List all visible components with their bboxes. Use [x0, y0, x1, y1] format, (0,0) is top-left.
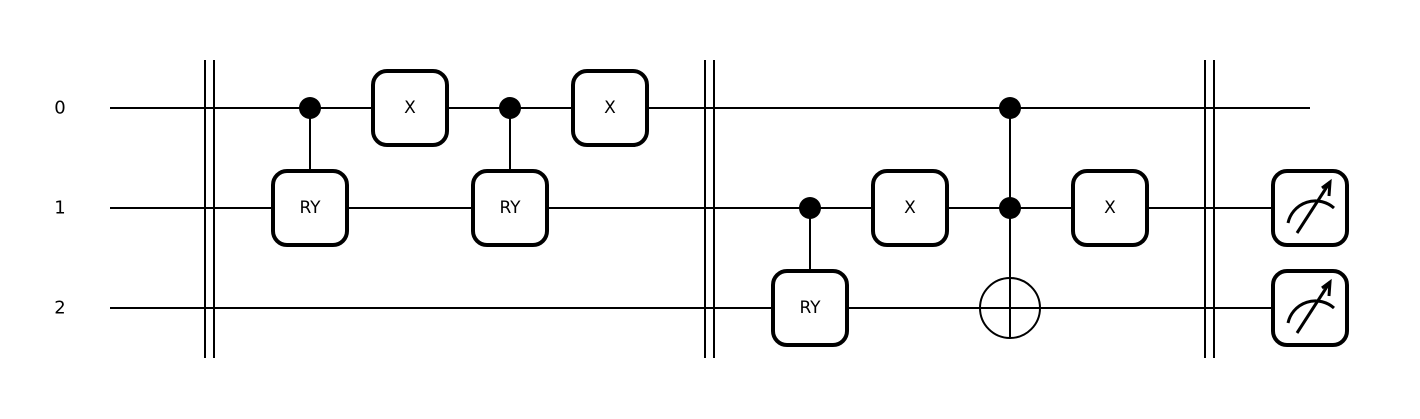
control-dot-icon: [299, 97, 321, 119]
wire-label-0: 0: [54, 98, 65, 119]
gate-label: X: [904, 198, 916, 218]
control-dot-icon: [499, 97, 521, 119]
wire-label-2: 2: [54, 298, 65, 319]
measure-q2: [1271, 269, 1349, 347]
gate-x-3: X: [871, 169, 949, 247]
barrier-2: [704, 60, 715, 358]
gate-x-1: X: [371, 69, 449, 147]
meter-icon: [1286, 278, 1335, 334]
gate-label: RY: [299, 198, 321, 218]
barrier-3: [1204, 60, 1215, 358]
wire-label-1: 1: [54, 198, 65, 219]
gate-label: X: [1104, 198, 1116, 218]
gate-controlled-ry-3: RY: [771, 197, 849, 347]
gate-controlled-ry-1: RY: [271, 97, 349, 247]
gate-label: RY: [499, 198, 521, 218]
control-dot-icon: [999, 97, 1021, 119]
gate-toffoli: [979, 97, 1041, 339]
measure-q1: [1271, 169, 1349, 247]
gate-x-2: X: [571, 69, 649, 147]
cnot-target-icon: [979, 277, 1041, 339]
gate-x-4: X: [1071, 169, 1149, 247]
gate-label: RY: [799, 298, 821, 318]
meter-icon: [1286, 178, 1335, 234]
gate-controlled-ry-2: RY: [471, 97, 549, 247]
gate-label: X: [604, 98, 616, 118]
control-dot-icon: [999, 197, 1021, 219]
barrier-1: [204, 60, 215, 358]
gate-label: X: [404, 98, 416, 118]
control-dot-icon: [799, 197, 821, 219]
